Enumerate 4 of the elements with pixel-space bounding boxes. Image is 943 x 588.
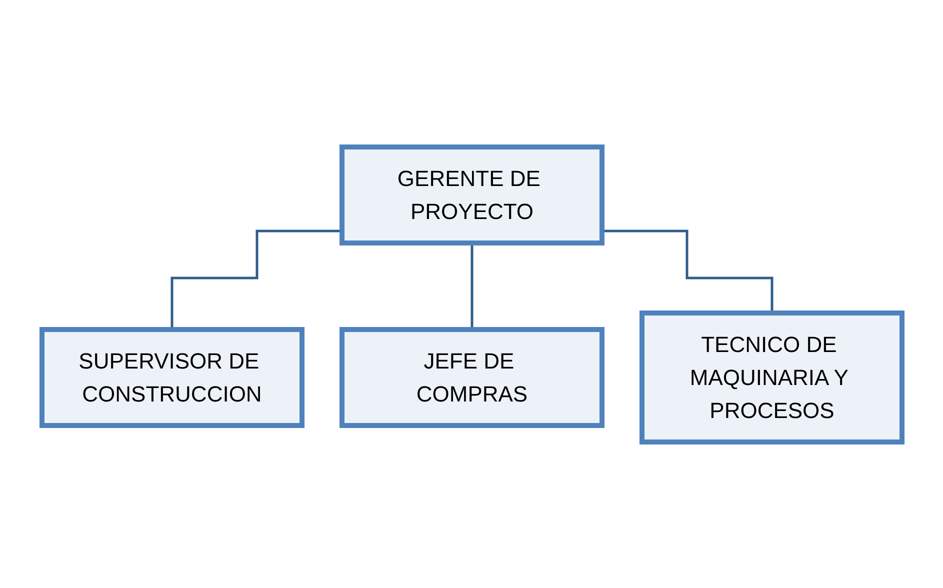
node-box: SUPERVISOR DE CONSTRUCCION: [39, 326, 304, 428]
node-box: JEFE DE COMPRAS: [339, 326, 604, 428]
node-box: GERENTE DE PROYECTO: [339, 144, 604, 245]
node-box: TECNICO DE MAQUINARIA Y PROCESOS: [639, 310, 904, 444]
